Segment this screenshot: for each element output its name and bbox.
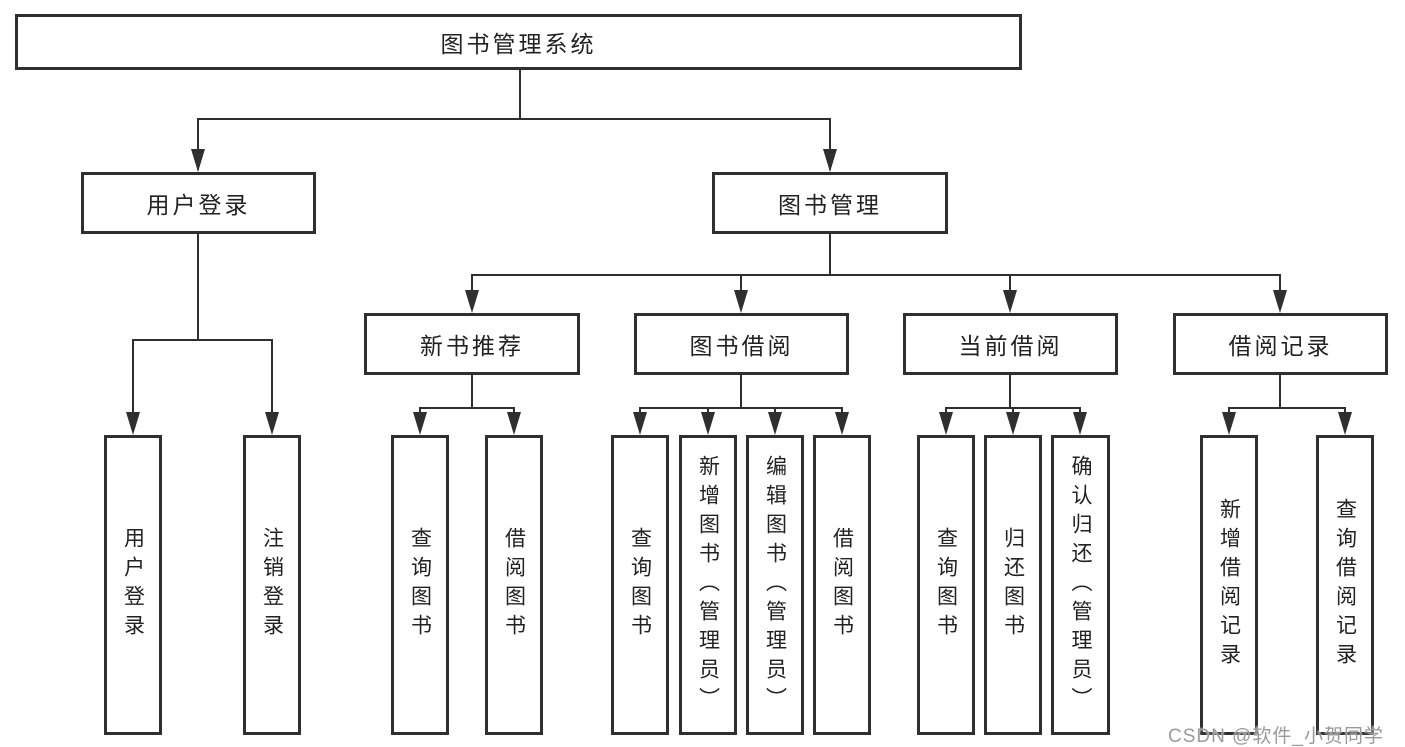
node-user-login: 用户登录 [81, 172, 316, 234]
connector-user-login-hbar [132, 339, 273, 341]
node-root: 图书管理系统 [15, 14, 1022, 70]
leaf-bb-add-book: 新增图书（管理员） [679, 435, 737, 735]
leaf-cb-return-book-label: 归还图书 [1001, 527, 1025, 643]
leaf-bb-edit-book-label: 编辑图书（管理员） [763, 454, 787, 716]
arrowhead-bb-borrow-book [835, 412, 849, 435]
connector-drop-leaf-user-login [132, 339, 134, 414]
leaf-user-login: 用户登录 [104, 435, 162, 735]
connector-drop-borrow-record [1279, 274, 1281, 292]
connector-drop-rec-query-book [419, 407, 421, 415]
node-user-login-label: 用户登录 [146, 192, 251, 218]
connector-user-login-trunk [197, 234, 199, 340]
node-borrow-record-label: 借阅记录 [1228, 333, 1333, 359]
arrowhead-borrow-record [1273, 290, 1287, 313]
leaf-bb-edit-book: 编辑图书（管理员） [746, 435, 804, 735]
leaf-bb-add-book-label: 新增图书（管理员） [696, 454, 720, 716]
arrowhead-cb-confirm-return [1073, 412, 1087, 435]
arrowhead-book-borrow [734, 290, 748, 313]
leaf-rec-query-book-label: 查询图书 [408, 527, 432, 643]
connector-drop-rec-borrow-book [513, 407, 515, 415]
connector-book-mgmt-hbar [471, 274, 1281, 276]
leaf-cb-confirm-return-label: 确认归还（管理员） [1069, 454, 1092, 716]
connector-drop-bb-query-book [639, 407, 641, 415]
arrowhead-book-mgmt [823, 149, 837, 172]
leaf-cb-query-book: 查询图书 [917, 435, 975, 735]
leaf-bb-query-book: 查询图书 [611, 435, 669, 735]
node-book-borrow-label: 图书借阅 [689, 333, 794, 359]
leaf-logout: 注销登录 [243, 435, 301, 735]
node-book-mgmt-label: 图书管理 [778, 192, 882, 218]
node-current-borrow-label: 当前借阅 [958, 333, 1063, 359]
connector-borrow-record-hbar [1228, 407, 1346, 409]
arrowhead-bb-query-book [633, 412, 647, 435]
leaf-bb-borrow-book-label: 借阅图书 [830, 527, 854, 643]
leaf-user-login-label: 用户登录 [121, 527, 145, 643]
arrowhead-rec-borrow-book [507, 412, 521, 435]
arrowhead-new-book-rec [465, 290, 479, 313]
connector-root-hbar [197, 118, 831, 120]
connector-drop-br-query-record [1344, 407, 1346, 415]
connector-drop-user-login [197, 118, 199, 170]
connector-drop-leaf-logout [271, 339, 273, 414]
leaf-br-add-record-label: 新增借阅记录 [1217, 498, 1241, 672]
leaf-br-add-record: 新增借阅记录 [1200, 435, 1258, 735]
arrowhead-current-borrow [1003, 290, 1017, 313]
leaf-rec-borrow-book-label: 借阅图书 [502, 527, 526, 643]
leaf-bb-query-book-label: 查询图书 [628, 527, 652, 643]
leaf-rec-query-book: 查询图书 [391, 435, 449, 735]
connector-new-book-rec-trunk [471, 375, 473, 408]
leaf-logout-label: 注销登录 [260, 527, 284, 643]
node-new-book-rec-label: 新书推荐 [420, 333, 524, 359]
node-book-mgmt: 图书管理 [712, 172, 948, 234]
connector-drop-cb-query-book [945, 407, 947, 415]
connector-drop-book-borrow [740, 274, 742, 292]
leaf-bb-borrow-book: 借阅图书 [813, 435, 871, 735]
connector-drop-current-borrow [1009, 274, 1011, 292]
arrowhead-cb-query-book [939, 412, 953, 435]
connector-drop-bb-edit-book [774, 407, 776, 415]
connector-new-book-rec-hbar [419, 407, 515, 409]
arrowhead-cb-return-book [1006, 412, 1020, 435]
arrowhead-bb-add-book [701, 412, 715, 435]
node-current-borrow: 当前借阅 [903, 313, 1118, 375]
arrowhead-rec-query-book [413, 412, 427, 435]
connector-drop-cb-confirm-return [1079, 407, 1081, 415]
node-book-borrow: 图书借阅 [634, 313, 849, 375]
connector-drop-bb-borrow-book [841, 407, 843, 415]
connector-borrow-record-trunk [1279, 375, 1281, 408]
leaf-rec-borrow-book: 借阅图书 [485, 435, 543, 735]
leaf-br-query-record: 查询借阅记录 [1316, 435, 1374, 735]
node-root-label: 图书管理系统 [440, 31, 597, 57]
csdn-watermark: CSDN @软件_小贺同学 [1168, 726, 1384, 747]
arrowhead-user-login [191, 149, 205, 172]
connector-root-trunk [519, 70, 521, 119]
connector-drop-book-mgmt [829, 118, 831, 170]
connector-book-mgmt-trunk [829, 234, 831, 275]
node-new-book-rec: 新书推荐 [364, 313, 580, 375]
connector-drop-cb-return-book [1012, 407, 1014, 415]
arrowhead-br-add-record [1222, 412, 1236, 435]
connector-book-borrow-trunk [740, 375, 742, 408]
leaf-cb-query-book-label: 查询图书 [934, 527, 958, 643]
connector-drop-bb-add-book [707, 407, 709, 415]
arrowhead-br-query-record [1338, 412, 1352, 435]
connector-drop-br-add-record [1228, 407, 1230, 415]
connector-book-borrow-hbar [639, 407, 843, 409]
leaf-cb-confirm-return: 确认归还（管理员） [1051, 435, 1110, 735]
arrowhead-leaf-logout [265, 412, 279, 435]
arrowhead-leaf-user-login [126, 412, 140, 435]
node-borrow-record: 借阅记录 [1173, 313, 1388, 375]
leaf-br-query-record-label: 查询借阅记录 [1333, 498, 1357, 672]
connector-current-borrow-trunk [1009, 375, 1011, 408]
arrowhead-bb-edit-book [768, 412, 782, 435]
connector-drop-new-book-rec [471, 274, 473, 292]
leaf-cb-return-book: 归还图书 [984, 435, 1042, 735]
